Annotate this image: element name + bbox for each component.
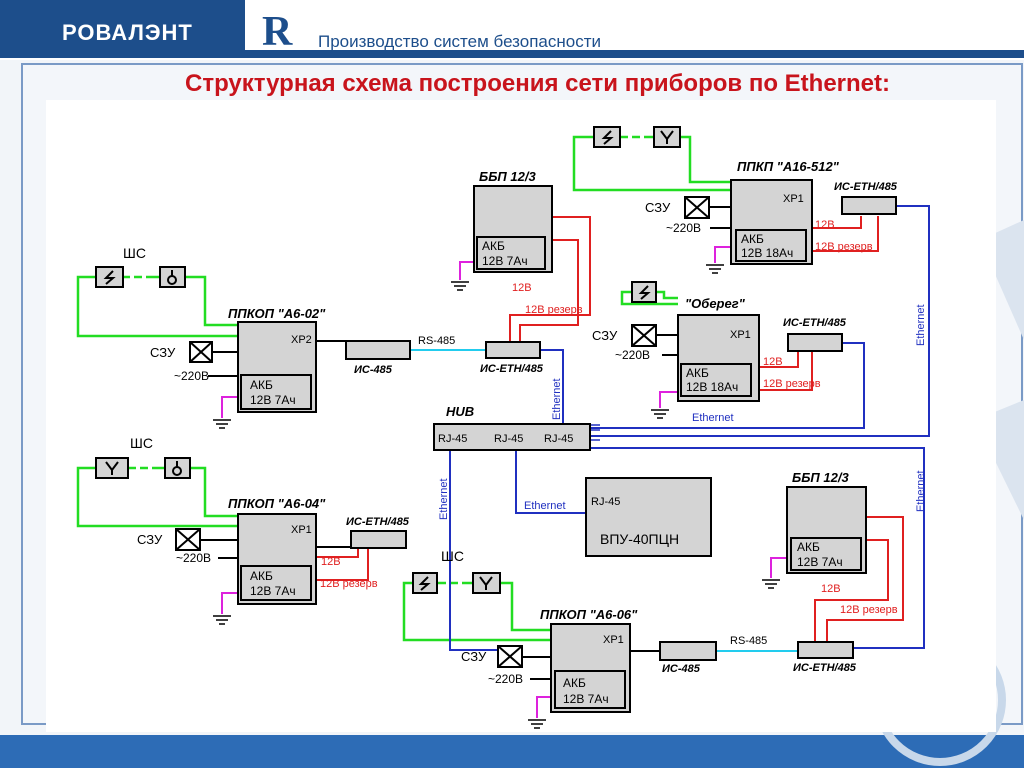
v12-reserve-label: 12В резерв: [840, 604, 898, 616]
szu-icon: [175, 196, 710, 668]
v12-label: 12В: [815, 219, 835, 231]
obereg-port: XP1: [730, 329, 751, 341]
v12-label: 12В: [321, 556, 341, 568]
akb-spec: 12В 7Ач: [250, 393, 296, 407]
mains-label: ~220В: [615, 348, 650, 362]
ethernet-label: Ethernet: [524, 500, 566, 512]
mains-label: ~220В: [488, 672, 523, 686]
akb-label: АКБ: [250, 569, 273, 583]
ppkp-a16-label: ППКП "А16-512": [737, 159, 840, 174]
mains-label: ~220В: [174, 369, 209, 383]
iceth-a604: [350, 530, 407, 549]
hub-box: [433, 423, 591, 451]
ic485-a606: [659, 641, 717, 661]
akb-spec: 12В 7Ач: [250, 584, 296, 598]
ppkop-a602-label: ППКОП "А6-02": [228, 306, 326, 321]
v12-label: 12В: [821, 583, 841, 595]
vpu-port-label: RJ-45: [591, 496, 620, 508]
a606-port: XP1: [603, 634, 624, 646]
a602-port: XP2: [291, 334, 312, 346]
akb-label: АКБ: [250, 378, 273, 392]
iceth-label: ИС-ЕТН/485: [480, 363, 544, 375]
akb-label: АКБ: [482, 239, 505, 253]
iceth-a606: [797, 641, 854, 659]
ethernet-label: Ethernet: [692, 412, 734, 424]
v12-label: 12В: [763, 356, 783, 368]
company-tagline: Производство систем безопасности: [318, 32, 601, 51]
akb-spec: 12В 18Ач: [741, 246, 793, 260]
iceth-obereg: [787, 333, 843, 352]
mains-label: ~220В: [176, 551, 211, 565]
ethernet-label: Ethernet: [438, 478, 450, 520]
obereg-label: "Оберег": [685, 296, 746, 311]
szu-label: СЗУ: [645, 200, 671, 215]
hub-port-3: RJ-45: [544, 433, 573, 445]
company-name: РОВАЛЭНТ: [62, 20, 193, 45]
szu-label: СЗУ: [150, 345, 176, 360]
vpu-box: [585, 477, 712, 557]
ethernet-label: Ethernet: [915, 304, 927, 346]
szu-label: СЗУ: [592, 328, 618, 343]
mains-label: ~220В: [666, 221, 701, 235]
ethernet-label: Ethernet: [915, 470, 927, 512]
v12-label: 12В: [512, 282, 532, 294]
ic485-a602: [345, 340, 411, 360]
iceth-a16: [841, 196, 897, 215]
shs-label: ШС: [123, 245, 146, 261]
ppkop-a606-label: ППКОП "А6-06": [540, 607, 638, 622]
ic485-label: ИС-485: [662, 663, 701, 675]
ic485-label: ИС-485: [354, 364, 393, 376]
akb-label: АКБ: [797, 540, 820, 554]
akb-label: АКБ: [686, 366, 709, 380]
akb-label: АКБ: [563, 676, 586, 690]
iceth-label: ИС-ЕТН/485: [793, 662, 857, 674]
iceth-a602: [485, 341, 541, 359]
shs-label: ШС: [130, 435, 153, 451]
ppkop-a604-label: ППКОП "А6-04": [228, 496, 326, 511]
rs485-label: RS-485: [730, 635, 767, 647]
akb-label: АКБ: [741, 232, 764, 246]
szu-label: СЗУ: [461, 649, 487, 664]
akb-spec: 12В 18Ач: [686, 380, 738, 394]
page-title: Структурная схема построения сети прибор…: [185, 70, 890, 97]
a16-port: XP1: [783, 193, 804, 205]
v12-reserve-label: 12В резерв: [815, 241, 873, 253]
v12-reserve-label: 12В резерв: [525, 304, 583, 316]
iceth-label: ИС-ЕТН/485: [783, 317, 847, 329]
akb-spec: 12В 7Ач: [482, 254, 528, 268]
bbp-right-label: ББП 12/3: [792, 470, 849, 485]
iceth-label: ИС-ЕТН/485: [346, 516, 410, 528]
antenna-icon: [95, 457, 129, 479]
hub-port-2: RJ-45: [494, 433, 523, 445]
ethernet-label: Ethernet: [551, 378, 563, 420]
v12-reserve-label: 12В резерв: [320, 578, 378, 590]
szu-label: СЗУ: [137, 532, 163, 547]
logo-icon: R: [262, 9, 293, 55]
vpu-label: ВПУ-40ПЦН: [600, 531, 679, 547]
antenna-icon: [653, 126, 681, 148]
iceth-label: ИС-ЕТН/485: [834, 181, 898, 193]
shs-label: ШС: [441, 548, 464, 564]
akb-spec: 12В 7Ач: [797, 555, 843, 569]
hub-label: HUB: [446, 404, 474, 419]
akb-spec: 12В 7Ач: [563, 692, 609, 706]
a604-port: XP1: [291, 524, 312, 536]
rs485-label: RS-485: [418, 335, 455, 347]
bbp-top-label: ББП 12/3: [479, 169, 536, 184]
hub-port-1: RJ-45: [438, 433, 467, 445]
v12-reserve-label: 12В резерв: [763, 378, 821, 390]
